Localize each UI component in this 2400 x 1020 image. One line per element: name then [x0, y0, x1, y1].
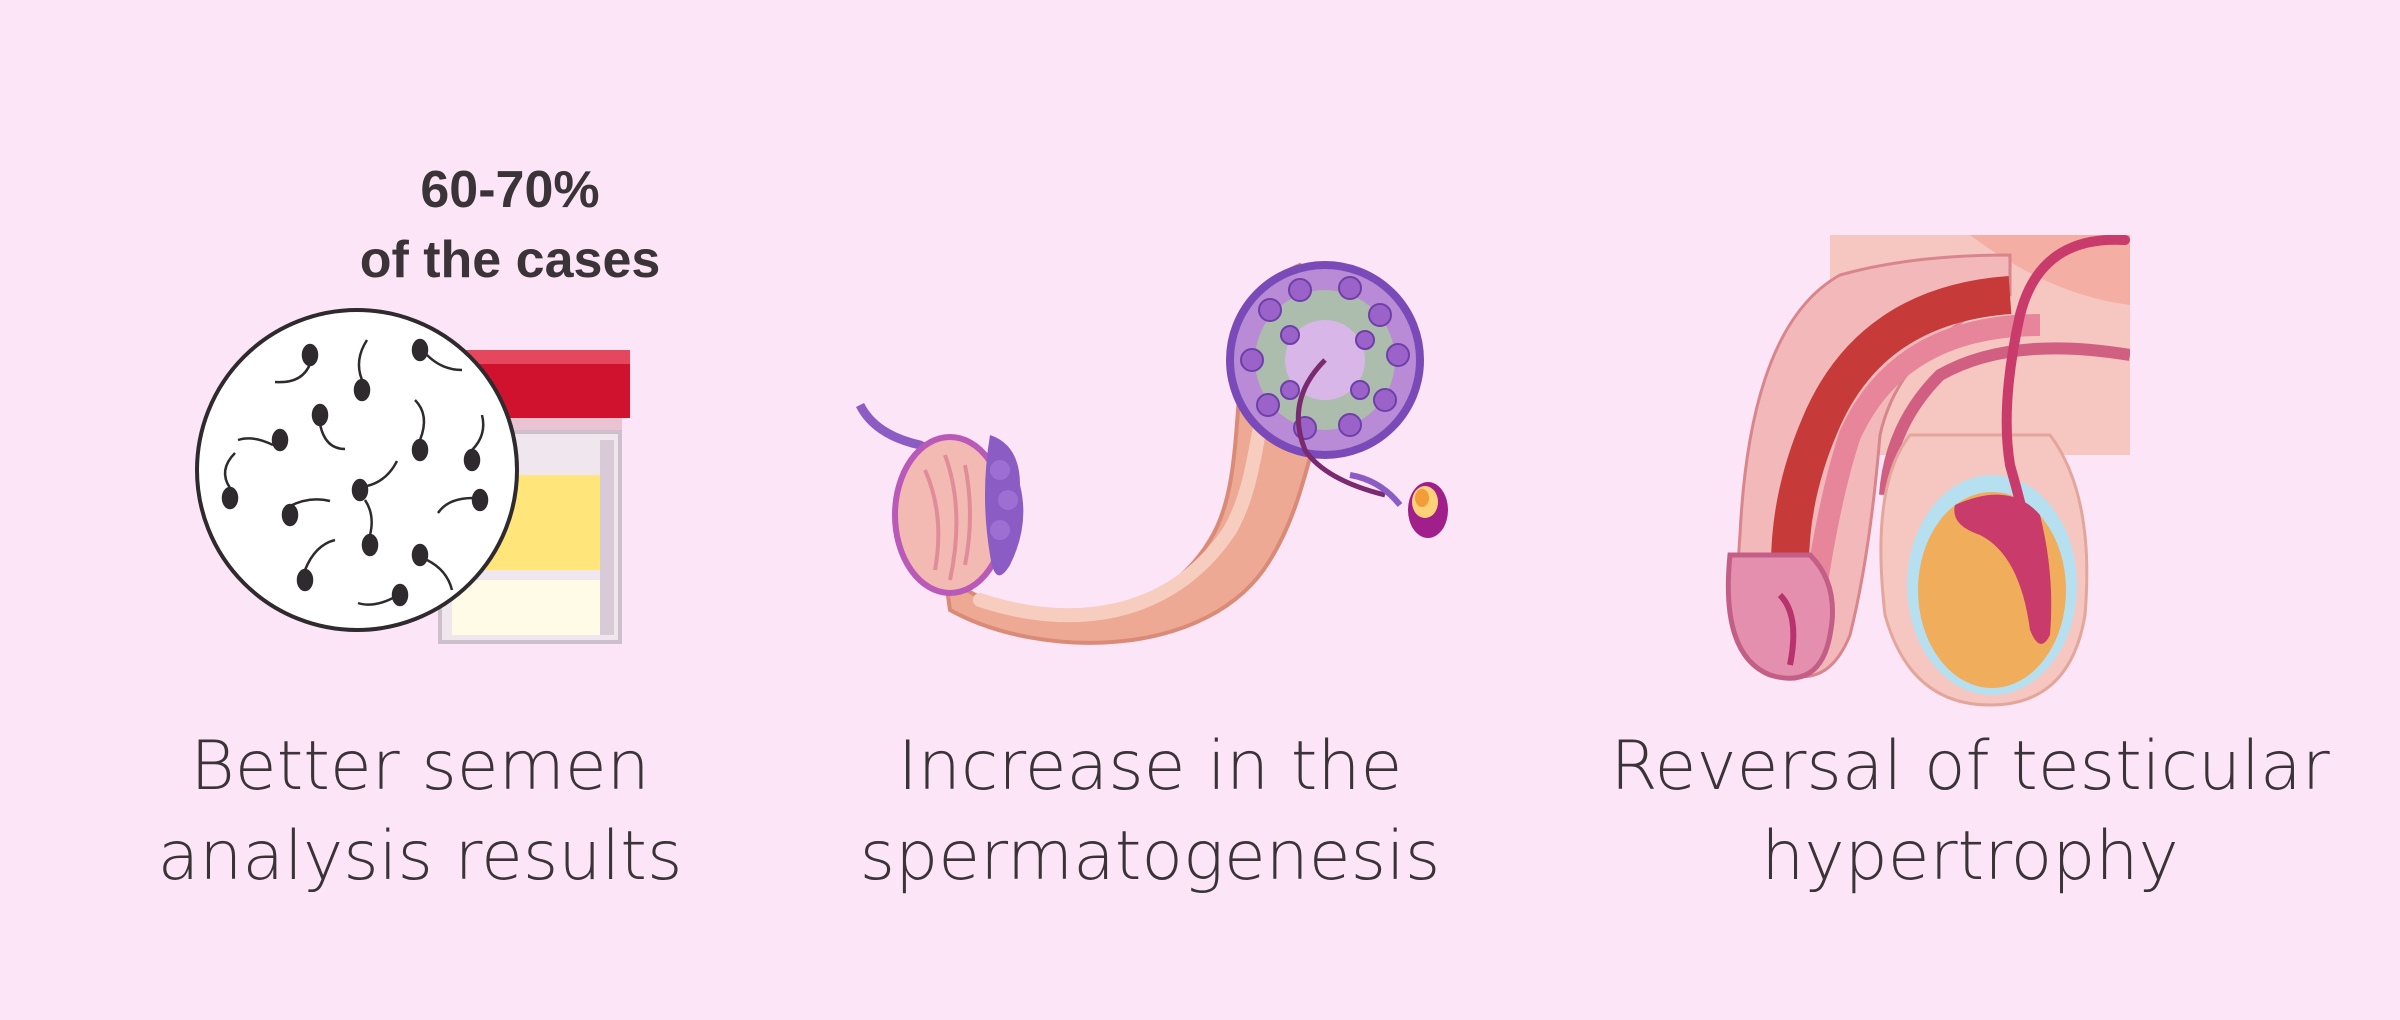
caption-testicular-hypertrophy: Reversal of testicular hypertrophy: [1610, 727, 2330, 896]
panel-semen-analysis: 60-70% of the cases: [0, 0, 800, 1020]
sperm-cell-icon: [221, 452, 239, 510]
stat-subtext: of the cases: [359, 231, 661, 289]
sperm-cell-icon: [296, 538, 336, 592]
sperm-cell-icon: [311, 403, 346, 451]
sperm-cell-icon: [353, 339, 371, 402]
sperm-cell-icon: [351, 460, 399, 502]
spermatic-cord-icon: [2001, 235, 2130, 600]
caption-spermatogenesis: Increase in the spermatogenesis: [859, 727, 1441, 896]
testis-tubule-illustration: [855, 261, 1448, 645]
magnified-sperm-view: [195, 308, 519, 632]
sperm-cell-icon: [463, 414, 485, 472]
sperm-cell-icon: [274, 343, 319, 384]
sperm-cell-icon: [357, 583, 409, 607]
panel-spermatogenesis: Increase in the spermatogenesis: [800, 0, 1600, 1020]
sperm-cell-icon: [1349, 472, 1448, 538]
sperm-cell-icon: [411, 543, 454, 591]
testis-icon: [1907, 475, 2077, 695]
sperm-cell-icon: [411, 338, 463, 372]
panel-testicular-hypertrophy: Reversal of testicular hypertrophy: [1600, 0, 2400, 1020]
sperm-cell-icon: [361, 499, 379, 557]
sperm-cell-icon: [436, 488, 489, 514]
semen-sample-illustration: [195, 308, 630, 644]
testis-cross-section-icon: [892, 434, 1024, 596]
success-rate-stat: 60-70% of the cases: [340, 155, 680, 295]
male-anatomy-illustration: [1725, 235, 2130, 707]
tubule-cross-section-icon: [1226, 261, 1424, 498]
sperm-cell-icon: [237, 428, 289, 452]
caption-semen-analysis: Better semen analysis results: [157, 727, 683, 896]
sperm-cell-icon: [281, 498, 331, 527]
stat-percentage: 60-70%: [420, 161, 600, 219]
sperm-cell-icon: [411, 399, 429, 462]
